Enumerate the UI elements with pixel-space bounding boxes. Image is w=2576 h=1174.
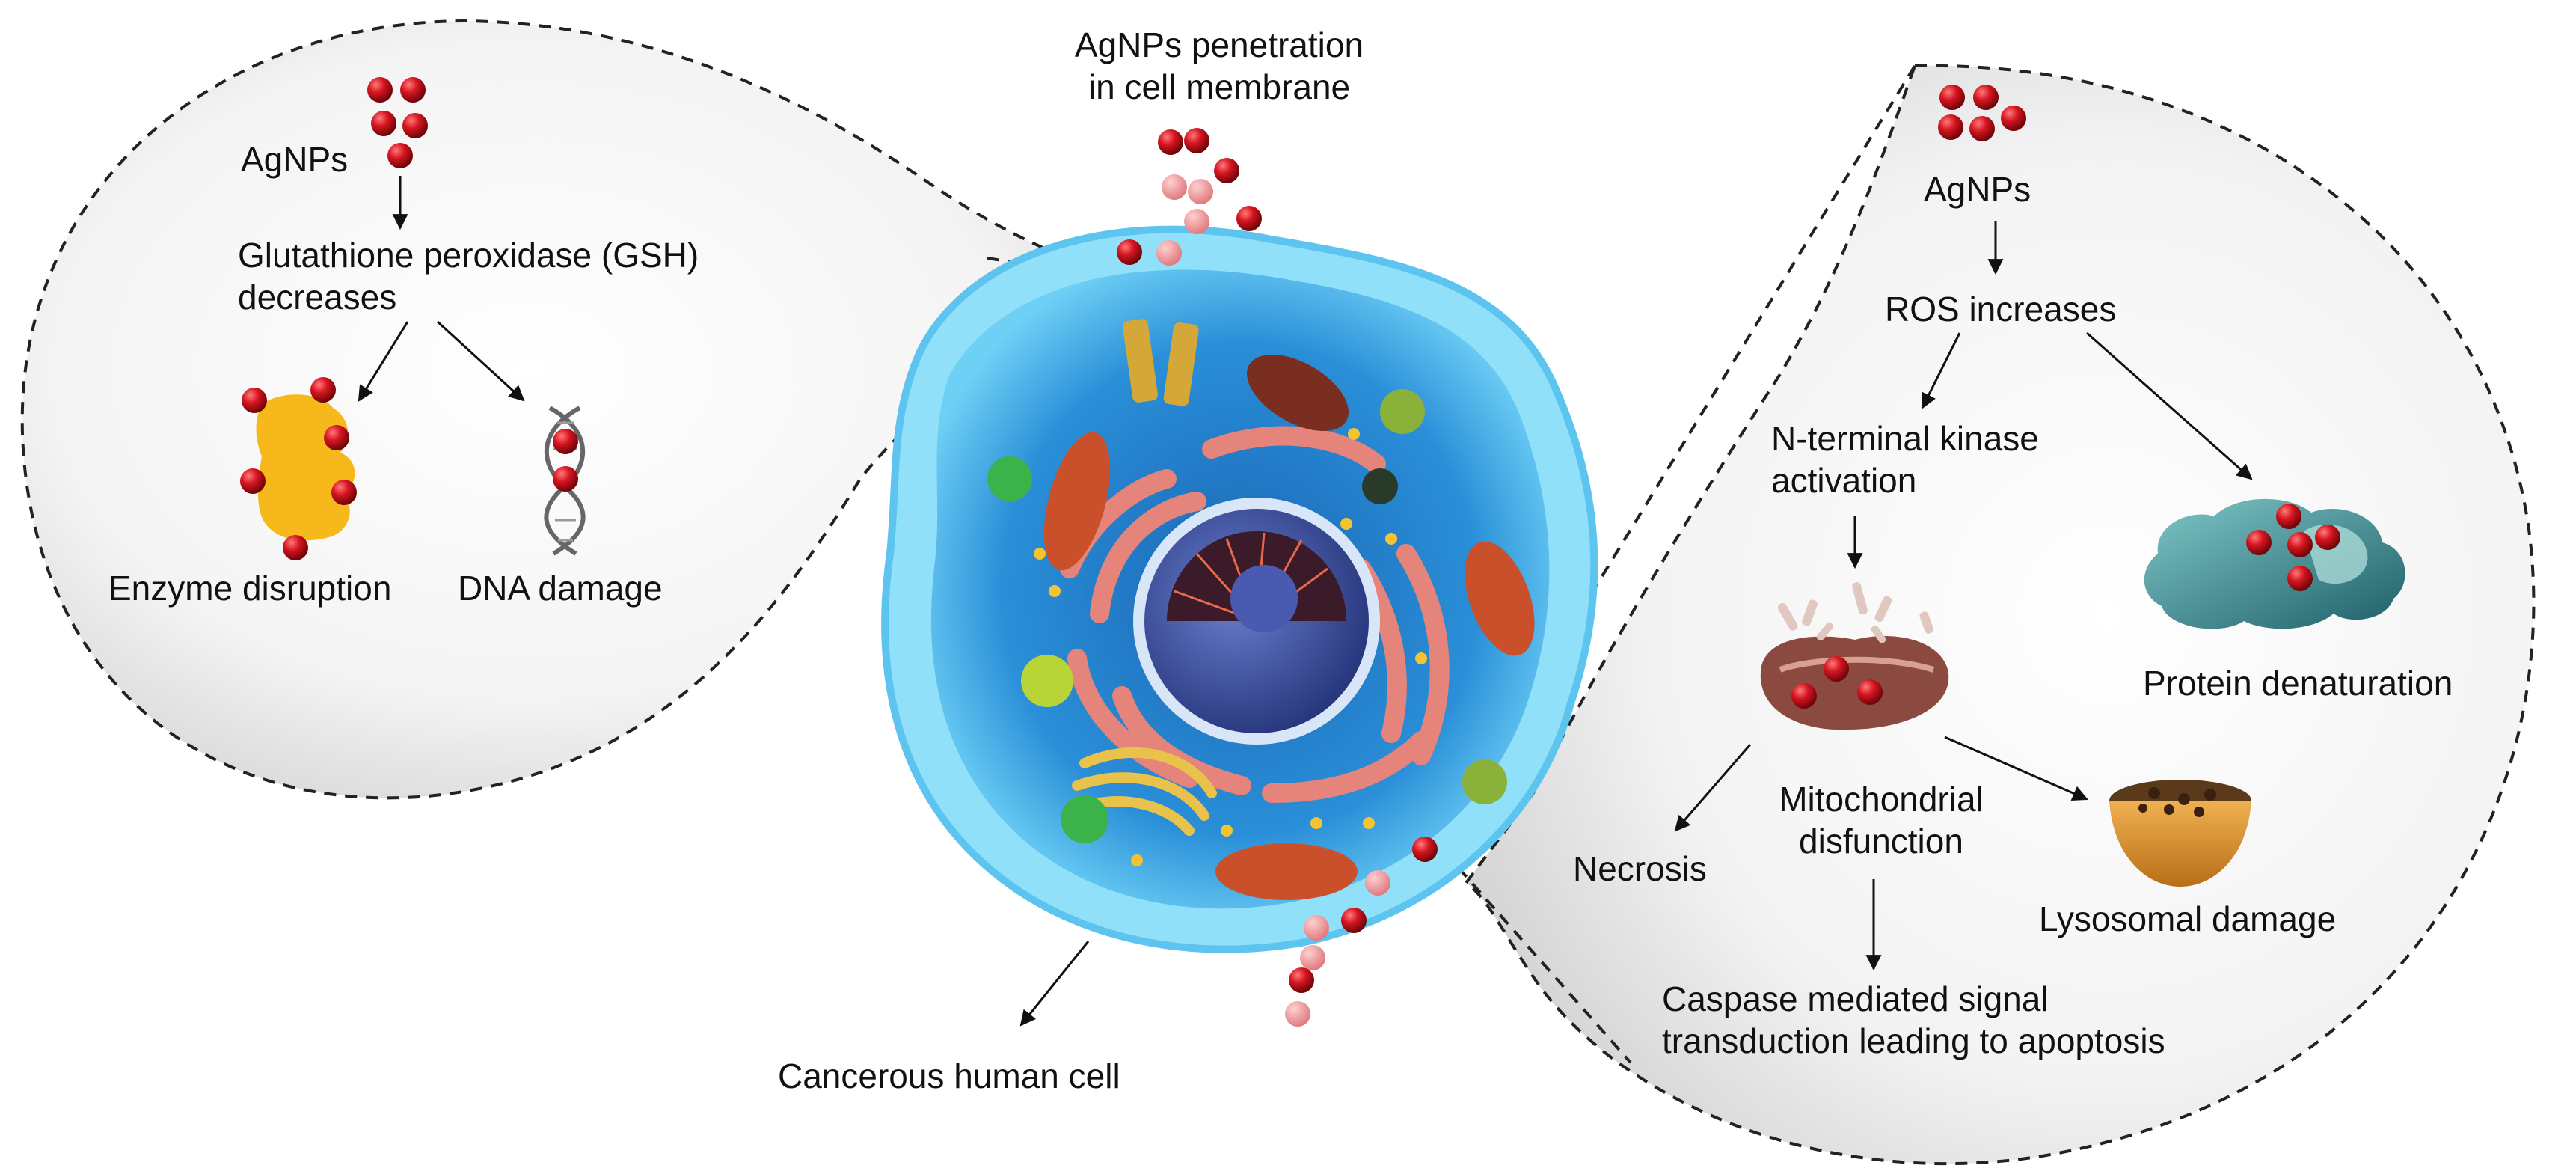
penetration-line-2: in cell membrane: [1088, 67, 1351, 106]
mito-line-1: Mitochondrial: [1779, 780, 1984, 819]
arrow-ros-to-nterminal: [1921, 332, 1961, 409]
nterminal-line-1: N-terminal kinase: [1771, 419, 2039, 458]
penetration-label: AgNPs penetration in cell membrane: [1032, 24, 1406, 108]
nterminal-line-2: activation: [1771, 461, 1917, 500]
cancerous-cell-illustration: [881, 225, 1598, 953]
protein-icon: [2144, 498, 2405, 629]
gsh-line-2: decreases: [238, 278, 397, 317]
agnps-cluster-left: [367, 77, 428, 168]
penetrating-nanoparticles-top: [1117, 128, 1262, 266]
penetration-line-1: AgNPs penetration: [1074, 25, 1364, 64]
mito-line-2: disfunction: [1799, 822, 1963, 860]
agnps-cluster-right: [1938, 85, 2026, 141]
agnps-label-left: AgNPs: [241, 140, 349, 179]
right-connector-line-bottom: [1457, 866, 1632, 1064]
caspase-line-2: transduction leading to apoptosis: [1662, 1021, 2165, 1060]
arrow-gsh-to-enzyme: [358, 321, 409, 402]
dna-nanoparticle-2: [553, 466, 578, 492]
dna-damage-label: DNA damage: [458, 569, 663, 608]
nterminal-kinase-label: N-terminal kinase activation: [1771, 418, 2145, 501]
lysosomal-damage-label: Lysosomal damage: [2039, 899, 2337, 938]
right-zoom-bubble: [1464, 64, 2536, 1166]
protein-denaturation-label: Protein denaturation: [2143, 664, 2453, 703]
necrosis-label: Necrosis: [1573, 849, 1707, 888]
agnps-label-right: AgNPs: [1924, 170, 2031, 209]
enzyme-disruption-label: Enzyme disruption: [108, 569, 392, 608]
gsh-line-1: Glutathione peroxidase (GSH): [238, 236, 699, 275]
penetrating-nanoparticles-bottom: [1285, 837, 1438, 1027]
lysosome-icon: [2109, 780, 2251, 887]
cancerous-cell-label: Cancerous human cell: [778, 1057, 1120, 1095]
arrow-to-cancerous-cell-label: [1019, 941, 1090, 1027]
arrow-gsh-to-dna: [436, 320, 525, 402]
caspase-apoptosis-label: Caspase mediated signal transduction lea…: [1662, 978, 2275, 1062]
dna-nanoparticle-1: [553, 429, 578, 454]
caspase-line-1: Caspase mediated signal: [1662, 979, 2049, 1018]
mitochondrion-icon: [1760, 582, 1949, 730]
arrow-mito-to-necrosis: [1674, 744, 1752, 832]
ros-increases-label: ROS increases: [1885, 290, 2117, 328]
gsh-decrease-label: Glutathione peroxidase (GSH) decreases: [238, 234, 776, 318]
left-zoom-bubble: [20, 19, 1149, 800]
enzyme-icon: [240, 377, 357, 560]
arrow-ros-to-protein: [2086, 331, 2253, 480]
arrow-mito-to-lysosome: [1944, 736, 2088, 801]
mitochondrial-disfunction-label: Mitochondrial disfunction: [1743, 778, 2020, 862]
